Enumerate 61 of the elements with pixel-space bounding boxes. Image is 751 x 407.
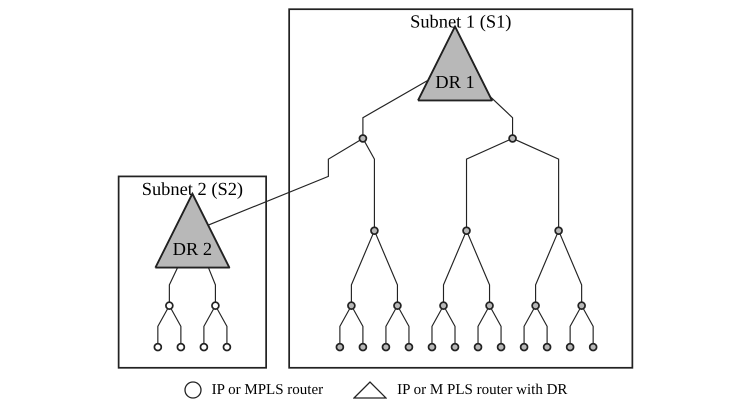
- connector: [490, 96, 514, 135]
- connector: [364, 141, 375, 228]
- connector: [157, 308, 168, 344]
- connector: [490, 308, 502, 344]
- connector: [467, 234, 490, 302]
- connector: [515, 139, 560, 228]
- connector: [535, 234, 558, 302]
- node-circle: [439, 301, 448, 310]
- connector: [385, 308, 396, 344]
- node-circle: [485, 301, 494, 310]
- node-circle: [222, 342, 232, 352]
- node-circle: [211, 301, 220, 310]
- node-circle: [358, 134, 368, 143]
- node-circle: [347, 301, 356, 310]
- node-circle: [450, 342, 460, 352]
- node-circle: [393, 301, 402, 310]
- node-circle: [474, 342, 482, 352]
- node-circle: [165, 301, 174, 310]
- node-circle: [588, 342, 598, 352]
- connector: [431, 308, 442, 344]
- node-circle: [428, 342, 436, 352]
- connector: [477, 308, 488, 344]
- connector: [208, 140, 360, 226]
- connector: [208, 268, 216, 302]
- legend-text: IP or MPLS router: [212, 382, 324, 398]
- connector: [444, 308, 456, 344]
- node-circle: [577, 301, 586, 310]
- node-circle: [520, 342, 528, 352]
- node-circle: [508, 134, 517, 143]
- node-circle: [404, 342, 414, 352]
- connector: [398, 308, 410, 344]
- connector: [524, 308, 534, 344]
- connector: [168, 268, 178, 302]
- connector: [442, 234, 466, 302]
- node-circle: [200, 342, 208, 352]
- connector: [466, 139, 510, 228]
- node-circle: [154, 342, 162, 352]
- node-circle: [382, 342, 390, 352]
- connector: [350, 234, 374, 302]
- node-circle: [566, 342, 574, 352]
- node-circle: [370, 226, 379, 235]
- connector: [203, 308, 214, 344]
- node-circle: [358, 342, 368, 352]
- connector: [339, 308, 350, 344]
- node-circle: [462, 226, 471, 235]
- connector: [536, 308, 548, 344]
- node-circle: [496, 342, 506, 352]
- node-circle: [176, 342, 186, 352]
- connector: [352, 308, 364, 344]
- connector: [570, 308, 580, 344]
- node-circle: [336, 342, 344, 352]
- connector: [362, 78, 430, 135]
- connector: [559, 234, 582, 302]
- node-circle: [531, 301, 540, 310]
- connector: [375, 234, 398, 302]
- connector: [170, 308, 182, 344]
- node-circle: [542, 342, 552, 352]
- node-circle: [554, 226, 563, 235]
- connector: [216, 308, 228, 344]
- connector: [582, 308, 594, 344]
- legend-text: IP or M PLS router with DR: [397, 382, 568, 398]
